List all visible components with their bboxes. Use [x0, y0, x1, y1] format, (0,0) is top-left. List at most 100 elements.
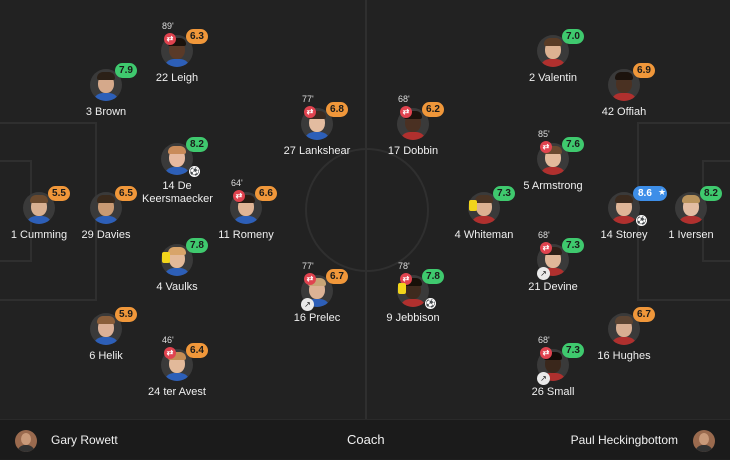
player-name: 2 Valentin	[528, 72, 578, 84]
rating-badge: 8.2	[186, 137, 208, 152]
substitution-minute: 85'	[538, 129, 550, 139]
center-circle	[305, 148, 429, 272]
home-player-h7[interactable]: 7.8 4 Vaulks	[122, 238, 232, 294]
rating-badge: 7.6	[562, 137, 584, 152]
player-name: 24 ter Avest	[148, 386, 206, 398]
rating-badge: 7.3	[562, 238, 584, 253]
player-name: 6 Helik	[89, 350, 123, 362]
rating-badge: 8.6	[633, 186, 667, 201]
player-name: 27 Lankshear	[283, 145, 351, 157]
player-avatar[interactable]	[90, 313, 122, 345]
substitution-minute: 68'	[538, 230, 550, 240]
football-icon: ⚽	[636, 215, 647, 226]
home-player-h10[interactable]: 6.8 77' ⇄ 27 Lankshear	[262, 94, 372, 158]
player-name: 3 Brown	[85, 106, 127, 118]
rating-badge: 7.3	[562, 343, 584, 358]
home-coach-avatar[interactable]	[15, 430, 37, 452]
yellow-card-icon	[162, 252, 170, 263]
substitution-minute: 64'	[231, 178, 243, 188]
home-player-h8[interactable]: 5.9 6 Helik	[51, 307, 161, 363]
football-icon: ⚽	[425, 298, 436, 309]
rating-badge: 7.8	[186, 238, 208, 253]
away-coach-avatar[interactable]	[693, 430, 715, 452]
rating-badge: 6.6	[255, 186, 277, 201]
player-name: 16 Prelec	[293, 312, 341, 324]
coach-footer: Gary Rowett Coach Paul Heckingbottom	[0, 419, 730, 459]
rating-badge: 6.2	[422, 102, 444, 117]
rating-badge: 6.7	[326, 269, 348, 284]
home-coach-name[interactable]: Gary Rowett	[51, 433, 118, 447]
away-player-a7[interactable]: 7.3 68' ⇄ ↗21 Devine	[498, 230, 608, 294]
player-name: 4 Vaulks	[156, 281, 198, 293]
substitution-minute: 77'	[302, 94, 314, 104]
boot-icon: ↗	[301, 298, 314, 311]
player-name: 14 De Keersmaecker	[142, 180, 213, 205]
substitution-minute: 68'	[538, 335, 550, 345]
football-icon: ⚽	[189, 166, 200, 177]
home-player-h6[interactable]: 6.6 64' ⇄ 11 Romeny	[191, 178, 301, 242]
substitution-minute: 68'	[398, 94, 410, 104]
rating-badge: 5.5	[48, 186, 70, 201]
away-player-a9[interactable]: 8.6★ ⚽ 14 Storey	[569, 186, 679, 242]
home-player-h3[interactable]: 7.9 3 Brown	[51, 63, 161, 119]
home-player-h9[interactable]: 6.4 46' ⇄ 24 ter Avest	[122, 335, 232, 399]
away-player-a4[interactable]: 6.9 42 Offiah	[569, 63, 679, 119]
away-player-a6[interactable]: 7.3 4 Whiteman	[429, 186, 539, 242]
away-player-a11[interactable]: 8.2 1 Iversen	[636, 186, 730, 242]
player-avatar[interactable]	[675, 192, 707, 224]
star-icon: ★	[658, 187, 667, 197]
player-name: 42 Offiah	[601, 106, 647, 118]
rating-badge: 6.8	[326, 102, 348, 117]
rating-badge: 6.3	[186, 29, 208, 44]
substitution-minute: 89'	[162, 21, 174, 31]
substitution-off-icon: ⇄	[540, 347, 552, 359]
away-player-a3[interactable]: 7.0 2 Valentin	[498, 29, 608, 85]
player-name: 21 Devine	[528, 281, 578, 293]
boot-icon: ↗	[537, 267, 550, 280]
rating-badge: 8.2	[700, 186, 722, 201]
coach-label: Coach	[347, 432, 385, 447]
substitution-off-icon: ⇄	[233, 190, 245, 202]
boot-icon: ↗	[537, 372, 550, 385]
player-name: 22 Leigh	[155, 72, 199, 84]
substitution-minute: 46'	[162, 335, 174, 345]
player-name: 29 Davies	[81, 229, 131, 241]
substitution-off-icon: ⇄	[540, 242, 552, 254]
player-name: 4 Whiteman	[454, 229, 514, 241]
rating-badge: 7.9	[115, 63, 137, 78]
player-name: 26 Small	[531, 386, 575, 398]
player-name: 1 Iversen	[668, 229, 714, 241]
substitution-minute: 78'	[398, 261, 410, 271]
rating-badge: 7.3	[493, 186, 515, 201]
rating-badge: 6.9	[633, 63, 655, 78]
substitution-off-icon: ⇄	[164, 347, 176, 359]
rating-badge: 5.9	[115, 307, 137, 322]
substitution-off-icon: ⇄	[540, 141, 552, 153]
away-player-a1[interactable]: 6.2 68' ⇄ 17 Dobbin	[358, 94, 468, 158]
yellow-card-icon	[469, 200, 477, 211]
rating-badge: 7.0	[562, 29, 584, 44]
rating-badge: 6.4	[186, 343, 208, 358]
away-player-a2[interactable]: 7.8 78' ⇄ ⚽ 9 Jebbison	[358, 261, 468, 325]
home-player-h5[interactable]: 8.2 ⚽ 14 De Keersmaecker	[122, 137, 232, 206]
player-name: 14 Storey	[600, 229, 648, 241]
player-name: 9 Jebbison	[386, 312, 440, 324]
rating-badge: 7.8	[422, 269, 444, 284]
away-coach-name[interactable]: Paul Heckingbottom	[570, 433, 678, 447]
player-name: 17 Dobbin	[387, 145, 439, 157]
substitution-off-icon: ⇄	[304, 273, 316, 285]
substitution-off-icon: ⇄	[400, 106, 412, 118]
substitution-off-icon: ⇄	[400, 273, 412, 285]
substitution-off-icon: ⇄	[304, 106, 316, 118]
yellow-card-icon	[398, 283, 406, 294]
rating-badge: 6.7	[633, 307, 655, 322]
player-name: 11 Romeny	[218, 229, 274, 241]
away-player-a8[interactable]: 7.3 68' ⇄ ↗26 Small	[498, 335, 608, 399]
